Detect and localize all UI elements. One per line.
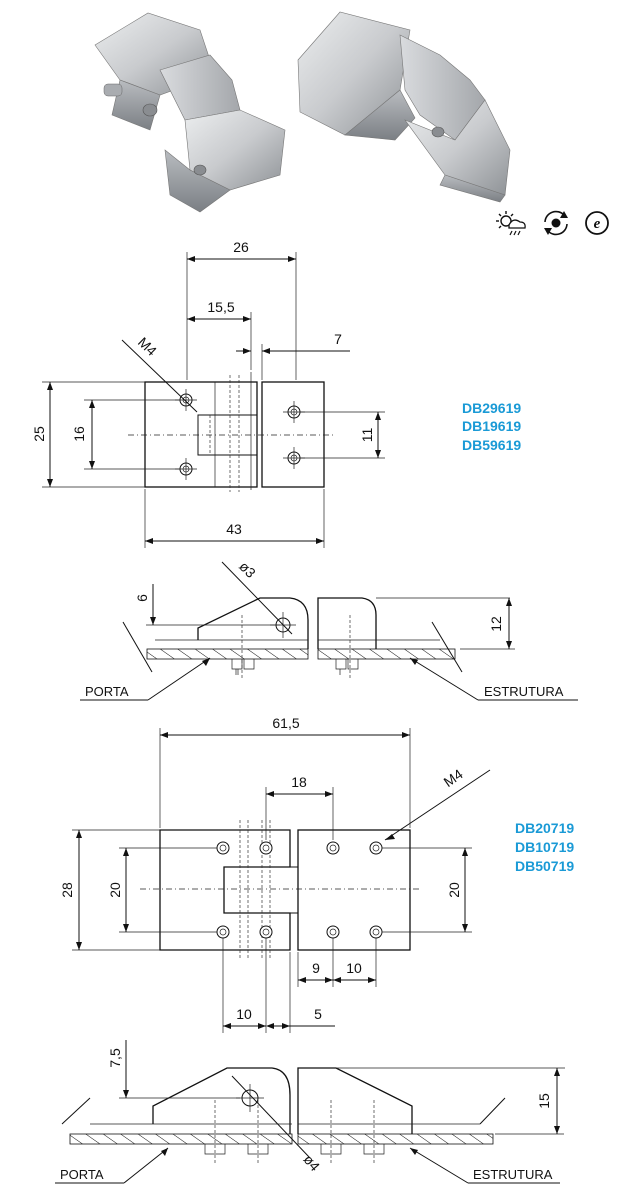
side1-door-label: PORTA [85,684,129,699]
dim2-hole-vertical-left: 20 [107,882,123,898]
rotation-icon [544,210,568,236]
dim2-hole-vertical-right: 20 [446,882,462,898]
dim-inner-width: 15,5 [207,299,234,315]
dim-gap: 7 [334,331,342,347]
code-1: DB29619 [462,400,521,416]
dim-height: 25 [31,426,47,442]
side2-door-label: PORTA [60,1167,104,1182]
code-4: DB20719 [515,820,574,836]
dim2-offset-b: 10 [346,960,362,976]
dim2-offset-a: 9 [312,960,320,976]
dim-hole-right: 11 [359,428,375,443]
dim-total: 43 [226,521,242,537]
side-view-small-hinge: 6 ø3 12 PORTA ESTRUTURA [80,558,578,701]
side1-dim-height: 12 [488,616,504,632]
thread-label: M4 [135,334,160,359]
code-5: DB10719 [515,839,574,855]
hinge-render-left [94,12,286,213]
svg-text:e: e [594,216,601,232]
side1-frame-label: ESTRUTURA [484,684,564,699]
side2-dim-offset: 7,5 [107,1048,123,1068]
code-6: DB50719 [515,858,574,874]
dim2-total-width: 61,5 [272,715,299,731]
dim2-height: 28 [59,882,75,898]
side2-dim-height: 15 [536,1093,552,1109]
dim-top-width: 26 [233,239,249,255]
codes-group-2: DB20719 DB10719 DB50719 [515,820,574,874]
top-view-large-hinge: 61,5 18 M4 28 20 20 9 [59,715,491,1033]
top-view-small-hinge: 26 15,5 7 M4 25 16 11 [31,239,385,548]
hinge-render-right [297,11,511,203]
side2-frame-label: ESTRUTURA [473,1167,553,1182]
dim-hole-vertical: 16 [71,426,87,442]
e-certification-icon: e [585,211,609,235]
side1-dim-offset: 6 [134,594,150,602]
dim2-offset-c: 10 [236,1006,252,1022]
weather-resistant-icon [496,211,526,236]
dim2-hole-spacing: 18 [291,774,307,790]
codes-group-1: DB29619 DB19619 DB59619 [462,400,521,453]
side2-pin-dia: ø4 [300,1151,323,1174]
dim2-offset-d: 5 [314,1006,322,1022]
code-2: DB19619 [462,418,521,434]
side1-pin-dia: ø3 [236,558,259,581]
dim2-thread: M4 [441,766,466,790]
code-3: DB59619 [462,437,521,453]
side-view-large-hinge: 7,5 ø4 15 PORTA ESTRUTURA [55,1040,565,1184]
